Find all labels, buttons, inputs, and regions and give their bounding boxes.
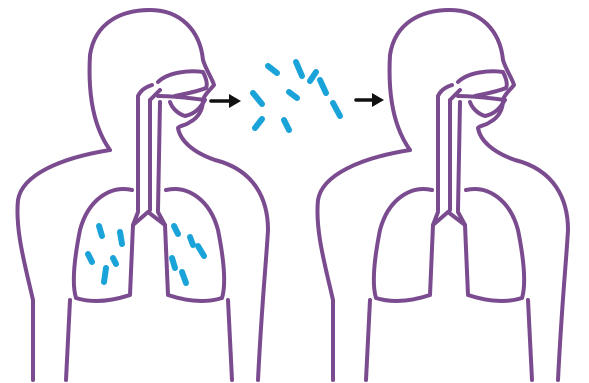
lung-bacterium — [190, 237, 193, 245]
lung-bacterium — [182, 272, 186, 283]
lung-bacterium — [88, 254, 92, 262]
lung-bacterium — [99, 226, 102, 236]
lung-bacterium — [104, 268, 106, 282]
lung-bacterium — [172, 258, 175, 268]
lung-bacterium — [174, 226, 178, 234]
lung-bacterium — [120, 232, 122, 244]
lung-bacterium — [113, 258, 116, 264]
